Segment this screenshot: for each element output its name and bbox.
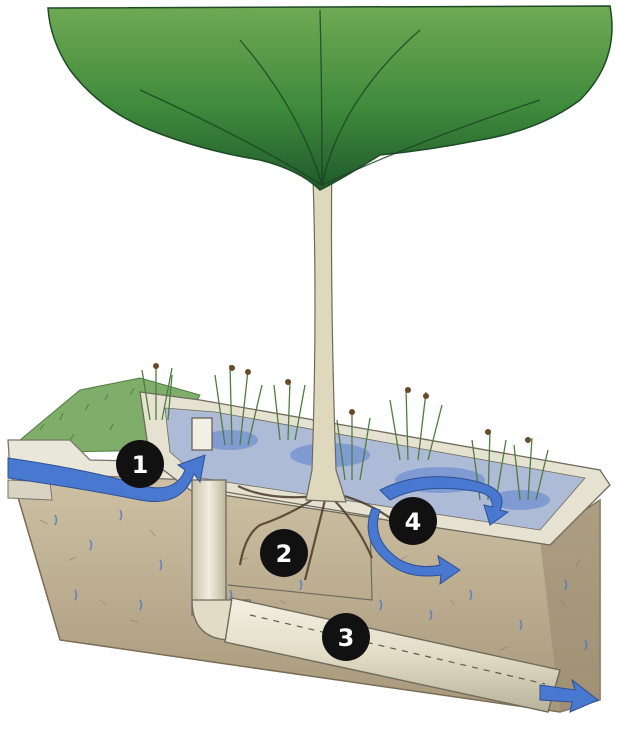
- marker-2-label: 2: [276, 540, 293, 568]
- overflow-riser-pipe: [192, 480, 226, 615]
- marker-2: 2: [260, 529, 308, 577]
- inlet-grate: [192, 418, 212, 450]
- tree-canopy: [48, 6, 612, 190]
- marker-1: 1: [116, 440, 164, 488]
- marker-3-label: 3: [338, 624, 355, 652]
- marker-4: 4: [389, 497, 437, 545]
- marker-3: 3: [322, 613, 370, 661]
- marker-4-label: 4: [405, 508, 422, 536]
- marker-1-label: 1: [132, 451, 149, 479]
